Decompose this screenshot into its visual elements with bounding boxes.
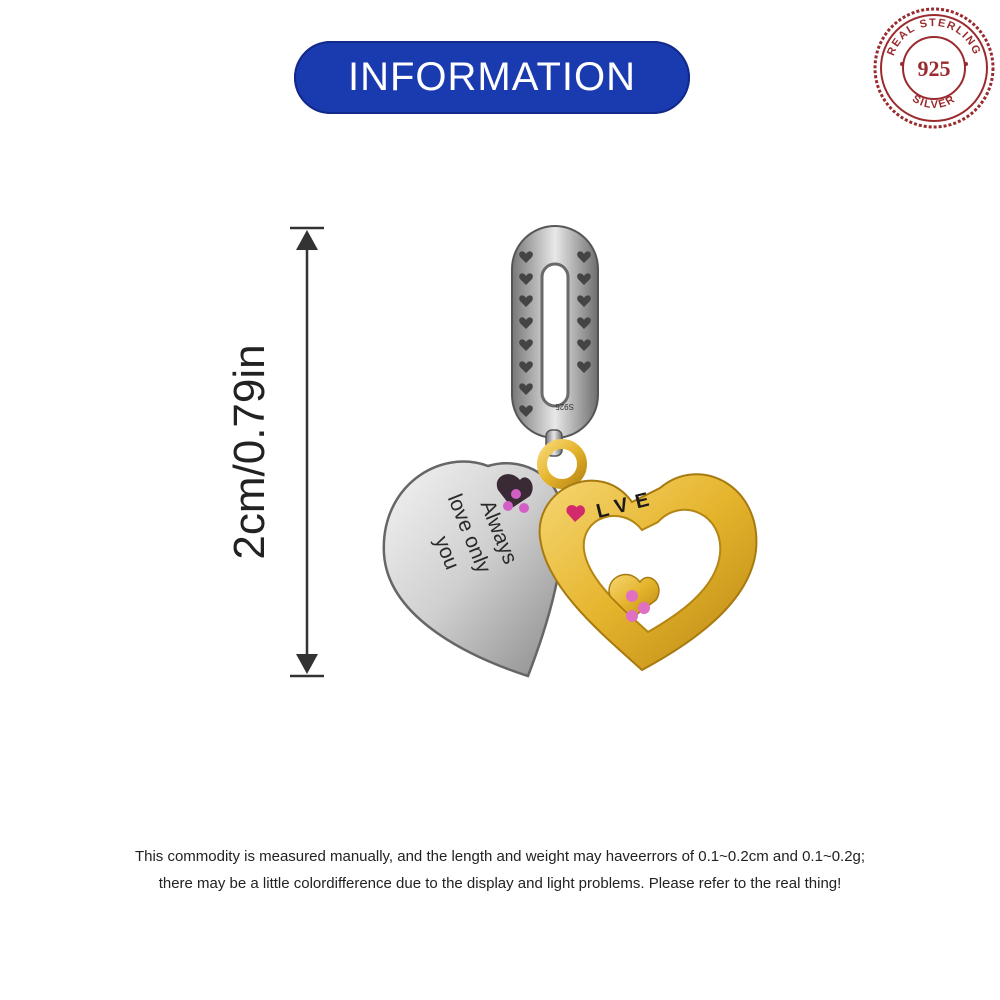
disclaimer-text: This commodity is measured manually, and… bbox=[40, 843, 960, 897]
gold-heart-pendant: LVE bbox=[537, 439, 758, 672]
silver-heart-pendant: Always love only you bbox=[382, 460, 564, 678]
disclaimer-line-2: there may be a little colordifference du… bbox=[158, 875, 842, 892]
heart-icon bbox=[566, 505, 585, 522]
banner-title: INFORMATION bbox=[347, 55, 636, 99]
bail-stamp: S925 bbox=[555, 402, 574, 411]
seal-number: 925 bbox=[918, 56, 951, 81]
height-dimension-arrow bbox=[290, 226, 324, 678]
heart-charm-image: S925 Always love only you LVE bbox=[382, 225, 758, 678]
charm-bail: S925 bbox=[511, 225, 599, 457]
seal-bottom-text: SILVER bbox=[910, 93, 958, 111]
disclaimer-line-1: This commodity is measured manually, and… bbox=[134, 848, 866, 865]
sterling-silver-seal: REAL STERLING SILVER 925 bbox=[873, 7, 995, 129]
information-banner: INFORMATION bbox=[294, 41, 690, 114]
